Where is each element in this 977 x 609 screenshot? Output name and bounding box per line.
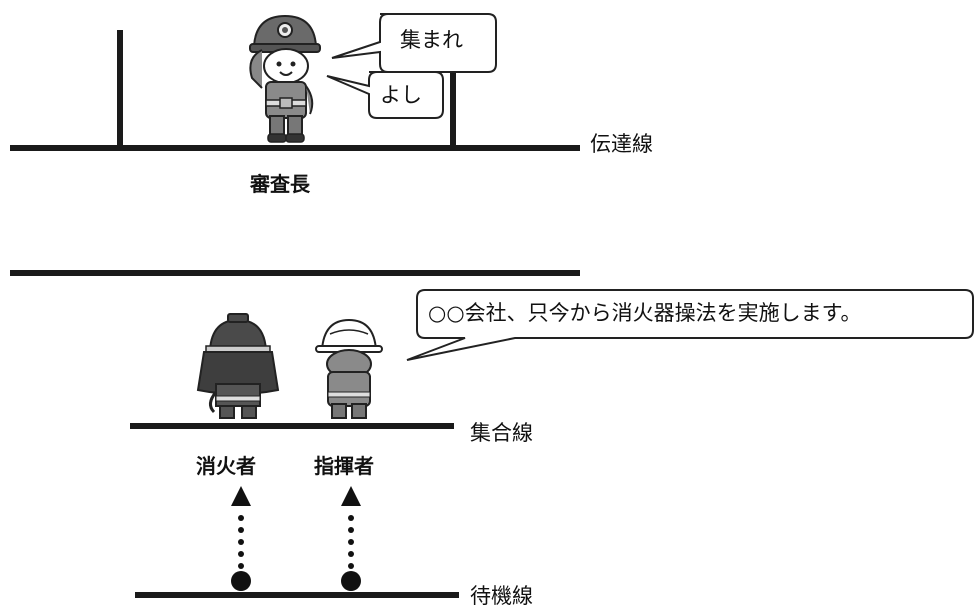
speech-text-announcement: ○○会社、只今から消火器操法を実施します。	[428, 301, 862, 325]
speech-bubble-announcement	[406, 289, 974, 361]
chief-examiner-figure	[249, 14, 321, 143]
upper-boundary-line	[10, 270, 580, 276]
extinguisher-move-arrow	[231, 486, 251, 591]
commander-figure	[315, 318, 383, 419]
speech-text-gather: 集まれ	[400, 28, 463, 52]
chief-examiner-label: 審査長	[250, 172, 310, 196]
extinguisher-label: 消火者	[196, 454, 256, 478]
transmission-line	[10, 145, 580, 151]
left-post	[117, 30, 123, 148]
standby-line	[135, 592, 459, 598]
commander-move-arrow	[341, 486, 361, 591]
commander-label: 指揮者	[314, 454, 374, 478]
standby-line-label: 待機線	[470, 584, 533, 608]
assembly-line	[130, 423, 454, 429]
assembly-line-label: 集合線	[470, 421, 533, 445]
speech-bubble-ok	[326, 71, 444, 119]
extinguisher-figure	[196, 313, 280, 419]
right-post	[450, 68, 456, 148]
transmission-line-label: 伝達線	[590, 132, 653, 156]
speech-text-ok: よし	[380, 83, 422, 107]
